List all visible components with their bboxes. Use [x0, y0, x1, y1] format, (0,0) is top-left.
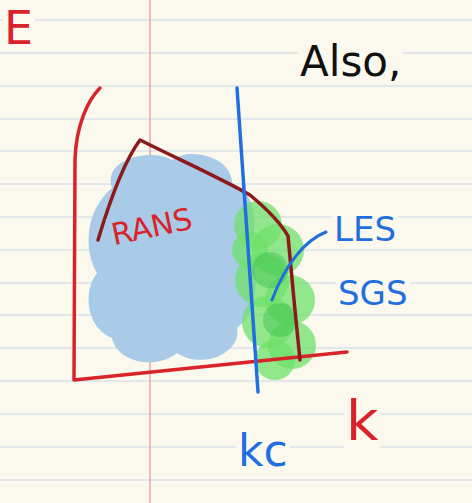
region-label: SGS	[336, 276, 410, 312]
cutoff-label: kc	[236, 428, 290, 474]
energy-spectrum-curve	[98, 140, 300, 360]
rans-blob	[82, 148, 260, 368]
axes	[74, 88, 347, 380]
leader-line	[272, 232, 326, 300]
axis-label: E	[2, 4, 35, 52]
axis-label: k	[344, 392, 380, 451]
cutoff-line	[237, 88, 258, 392]
note-text: Also,	[298, 40, 403, 84]
rans-region: RANS	[82, 148, 260, 368]
region-label: LES	[332, 212, 398, 248]
ruled-lines	[0, 20, 472, 480]
les-region-blobs	[232, 201, 316, 380]
